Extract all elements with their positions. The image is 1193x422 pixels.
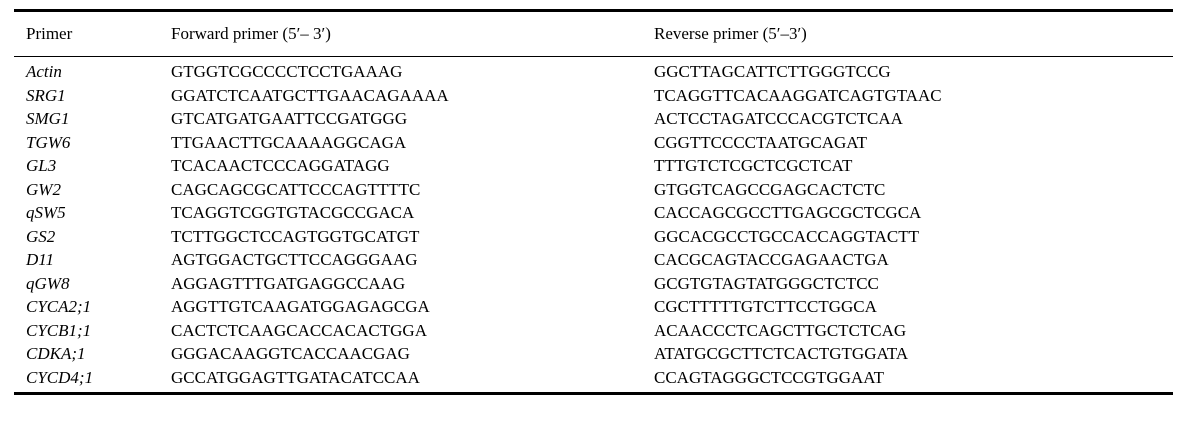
header-primer: Primer (26, 24, 73, 43)
reverse-sequence: GGCACGCCTGCCACCAGGTACTT (654, 226, 919, 246)
forward-sequence: AGGAGTTTGATGAGGCCAAG (171, 273, 406, 293)
table-row: TGW6 TTGAACTTGCAAAAGGCAGA CGGTTCCCCTAATG… (14, 131, 1173, 155)
reverse-sequence: CGCTTTTTGTCTTCCTGGCA (654, 297, 877, 316)
reverse-sequence: ACTCCTAGATCCCACGTCTCAA (654, 109, 903, 128)
gene-name: D11 (26, 250, 55, 269)
forward-sequence: TCAGGTCGGTGTACGCCGACA (171, 203, 415, 222)
gene-name: TGW6 (26, 132, 71, 152)
forward-sequence: AGGTTGTCAAGATGGAGAGCGA (171, 297, 430, 316)
table-row: CYCB1;1 CACTCTCAAGCACCACACTGGA ACAACCCTC… (14, 319, 1173, 343)
gene-name: CYCB1;1 (26, 320, 92, 340)
forward-sequence: GGGACAAGGTCACCAACGAG (171, 344, 410, 363)
forward-sequence: AGTGGACTGCTTCCAGGGAAG (171, 250, 418, 269)
gene-name: SMG1 (26, 109, 70, 128)
forward-sequence: TTGAACTTGCAAAAGGCAGA (171, 132, 407, 152)
reverse-sequence: GCGTGTAGTATGGGCTCTCC (654, 273, 879, 293)
gene-name: GL3 (26, 156, 57, 175)
gene-name: CYCD4;1 (26, 367, 94, 387)
reverse-sequence: TTTGTCTCGCTCGCTCAT (654, 156, 853, 175)
reverse-sequence: GTGGTCAGCCGAGCACTCTC (654, 179, 886, 199)
forward-sequence: GGATCTCAATGCTTGAACAGAAAA (171, 85, 449, 105)
forward-sequence: GTCATGATGAATTCCGATGGG (171, 109, 408, 128)
gene-name: GS2 (26, 226, 56, 246)
forward-sequence: GCCATGGAGTTGATACATCCAA (171, 367, 420, 387)
gene-name: qGW8 (26, 273, 70, 293)
gene-name: Actin (26, 62, 62, 81)
table-top-rule (14, 9, 1173, 12)
table-header-rule (14, 56, 1173, 57)
table-row: CYCD4;1 GCCATGGAGTTGATACATCCAA CCAGTAGGG… (14, 366, 1173, 390)
table-bottom-rule (14, 392, 1173, 395)
gene-name: qSW5 (26, 203, 66, 222)
reverse-sequence: GGCTTAGCATTCTTGGGTCCG (654, 62, 891, 81)
table-row: SMG1 GTCATGATGAATTCCGATGGG ACTCCTAGATCCC… (14, 107, 1173, 131)
gene-name: CYCA2;1 (26, 297, 92, 316)
table-row: D11 AGTGGACTGCTTCCAGGGAAG CACGCAGTACCGAG… (14, 248, 1173, 272)
forward-sequence: TCTTGGCTCCAGTGGTGCATGT (171, 226, 420, 246)
table-row: qGW8 AGGAGTTTGATGAGGCCAAG GCGTGTAGTATGGG… (14, 272, 1173, 296)
table-row: CDKA;1 GGGACAAGGTCACCAACGAG ATATGCGCTTCT… (14, 342, 1173, 366)
reverse-sequence: CCAGTAGGGCTCCGTGGAAT (654, 367, 885, 387)
primer-table: Primer Forward primer (5′– 3′) Reverse p… (14, 9, 1173, 395)
forward-sequence: CAGCAGCGCATTCCCAGTTTTC (171, 179, 421, 199)
gene-name: SRG1 (26, 85, 66, 105)
table-row: Actin GTGGTCGCCCCTCCTGAAAG GGCTTAGCATTCT… (14, 60, 1173, 84)
gene-name: GW2 (26, 179, 61, 199)
table-header-row: Primer Forward primer (5′– 3′) Reverse p… (14, 12, 1173, 56)
header-forward-primer: Forward primer (5′– 3′) (171, 24, 331, 43)
gene-name: CDKA;1 (26, 344, 86, 363)
forward-sequence: TCACAACTCCCAGGATAGG (171, 156, 390, 175)
reverse-sequence: CACCAGCGCCTTGAGCGCTCGCA (654, 203, 922, 222)
forward-sequence: GTGGTCGCCCCTCCTGAAAG (171, 62, 403, 81)
table-row: qSW5 TCAGGTCGGTGTACGCCGACA CACCAGCGCCTTG… (14, 201, 1173, 225)
forward-sequence: CACTCTCAAGCACCACACTGGA (171, 320, 427, 340)
header-reverse-primer: Reverse primer (5′–3′) (654, 24, 807, 43)
table-row: GW2 CAGCAGCGCATTCCCAGTTTTC GTGGTCAGCCGAG… (14, 178, 1173, 202)
table-row: GS2 TCTTGGCTCCAGTGGTGCATGT GGCACGCCTGCCA… (14, 225, 1173, 249)
reverse-sequence: CGGTTCCCCTAATGCAGAT (654, 132, 868, 152)
table-body: Actin GTGGTCGCCCCTCCTGAAAG GGCTTAGCATTCT… (14, 57, 1173, 392)
table-row: GL3 TCACAACTCCCAGGATAGG TTTGTCTCGCTCGCTC… (14, 154, 1173, 178)
table-row: SRG1 GGATCTCAATGCTTGAACAGAAAA TCAGGTTCAC… (14, 84, 1173, 108)
reverse-sequence: ACAACCCTCAGCTTGCTCTCAG (654, 320, 907, 340)
reverse-sequence: CACGCAGTACCGAGAACTGA (654, 250, 889, 269)
reverse-sequence: ATATGCGCTTCTCACTGTGGATA (654, 344, 909, 363)
table-row: CYCA2;1 AGGTTGTCAAGATGGAGAGCGA CGCTTTTTG… (14, 295, 1173, 319)
reverse-sequence: TCAGGTTCACAAGGATCAGTGTAAC (654, 85, 942, 105)
